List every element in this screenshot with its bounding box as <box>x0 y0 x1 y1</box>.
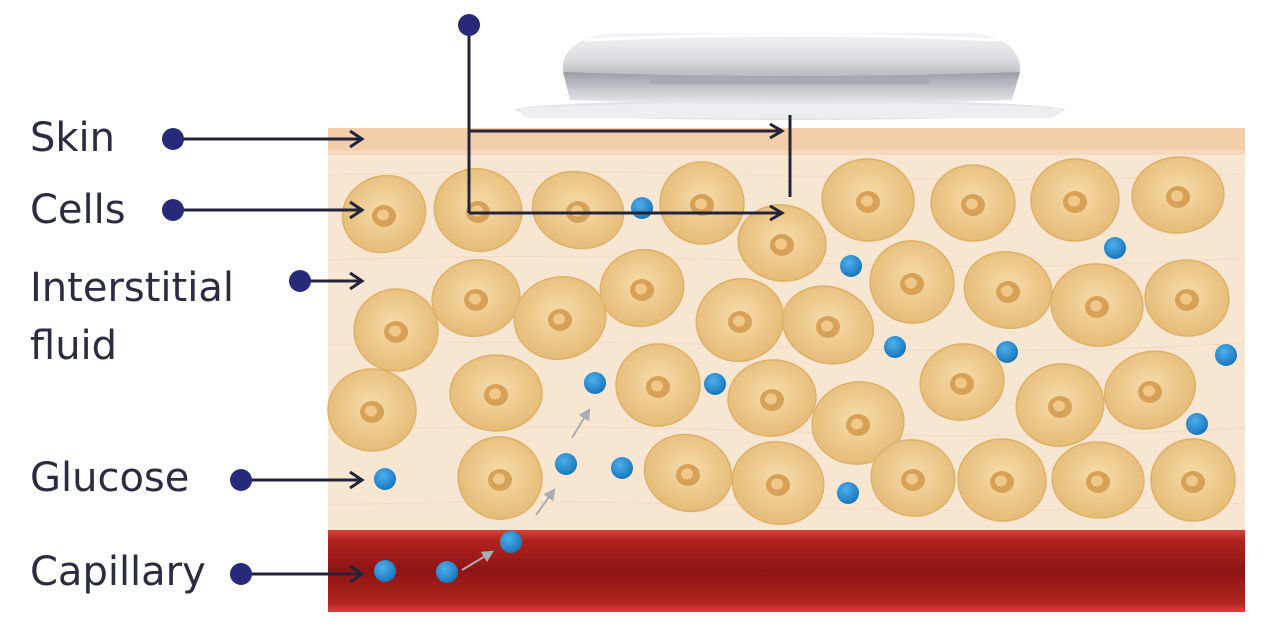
skin-cell-icon <box>615 343 701 427</box>
glucose-molecule-icon <box>840 255 862 277</box>
skin-cell-icon <box>341 174 427 254</box>
pointer-capillary <box>230 563 365 585</box>
skin-cell-icon <box>781 285 875 365</box>
glucose-molecule-icon <box>584 372 606 394</box>
skin-cell-icon <box>1050 263 1144 347</box>
glucose-molecule-icon <box>631 197 653 219</box>
cells-group <box>327 156 1236 526</box>
glucose-molecule-icon <box>884 336 906 358</box>
skin-cell-icon <box>1150 438 1236 522</box>
label-pointers <box>162 128 365 585</box>
diffusion-arrow <box>535 488 556 516</box>
skin-cell-icon <box>457 436 543 520</box>
skin-cell-icon <box>1103 350 1197 430</box>
sensor-filament-lines <box>467 25 792 222</box>
label-cells: Cells <box>30 187 126 233</box>
pointer-glucose <box>230 469 365 491</box>
skin-cell-icon <box>919 343 1005 421</box>
skin-cell-icon <box>930 164 1016 242</box>
diffusion-arrows <box>461 407 591 571</box>
pointer-interstitial <box>289 270 365 292</box>
skin-cell-icon <box>869 240 955 324</box>
skin-cell-icon <box>449 354 543 432</box>
skin-cell-icon <box>1051 441 1145 519</box>
diffusion-arrow <box>571 407 591 439</box>
skin-cell-icon <box>1131 156 1225 234</box>
skin-cell-icon <box>643 433 733 513</box>
glucose-molecule-icon <box>611 457 633 479</box>
skin-cell-icon <box>431 259 521 337</box>
skin-cell-icon <box>957 438 1047 522</box>
cgm-sensor-icon <box>515 33 1065 120</box>
label-interstitial-line2: fluid <box>30 323 118 369</box>
glucose-molecule-icon <box>704 373 726 395</box>
skin-cell-icon <box>433 167 523 253</box>
pointer-dot <box>230 563 252 585</box>
skin-cell-icon <box>659 161 745 245</box>
glucose-molecule-icon <box>1215 344 1237 366</box>
skin-cell-icon <box>1144 259 1230 337</box>
skin-cell-icon <box>811 381 905 465</box>
skin-cell-icon <box>731 440 825 526</box>
glucose-molecule-icon <box>374 468 396 490</box>
label-glucose: Glucose <box>30 455 190 501</box>
diffusion-arrow <box>461 550 495 571</box>
label-capillary: Capillary <box>30 549 206 595</box>
glucose-molecule-icon <box>996 341 1018 363</box>
pointer-cells <box>162 199 365 221</box>
filament-pointer-dot <box>458 14 480 36</box>
pointer-dot <box>230 469 252 491</box>
skin-cell-icon <box>727 359 817 437</box>
skin-cell-icon <box>821 158 915 242</box>
skin-layer-edge <box>328 150 1245 155</box>
label-skin: Skin <box>30 115 116 161</box>
glucose-molecule-icon <box>837 482 859 504</box>
glucose-molecule-icon <box>555 453 577 475</box>
glucose-molecule-icon <box>1186 413 1208 435</box>
glucose-molecule-icon <box>436 561 458 583</box>
pointer-dot <box>162 128 184 150</box>
pointer-skin <box>162 128 365 150</box>
skin-cell-icon <box>513 275 607 361</box>
capillary-vessel <box>328 530 1245 612</box>
skin-cell-icon <box>870 439 956 517</box>
skin-cell-icon <box>1015 363 1105 447</box>
skin-cell-icon <box>1030 158 1120 242</box>
pointer-dot <box>162 199 184 221</box>
pointer-dot <box>289 270 311 292</box>
skin-cell-icon <box>353 288 439 372</box>
label-interstitial-line1: Interstitial <box>30 265 234 311</box>
glucose-molecule-icon <box>374 560 396 582</box>
skin-cell-icon <box>737 204 827 282</box>
glucose-molecule-icon <box>1104 237 1126 259</box>
skin-cell-icon <box>695 277 785 363</box>
skin-cell-icon <box>327 368 417 452</box>
glucose-molecule-icon <box>500 531 522 553</box>
skin-cell-icon <box>599 248 685 328</box>
